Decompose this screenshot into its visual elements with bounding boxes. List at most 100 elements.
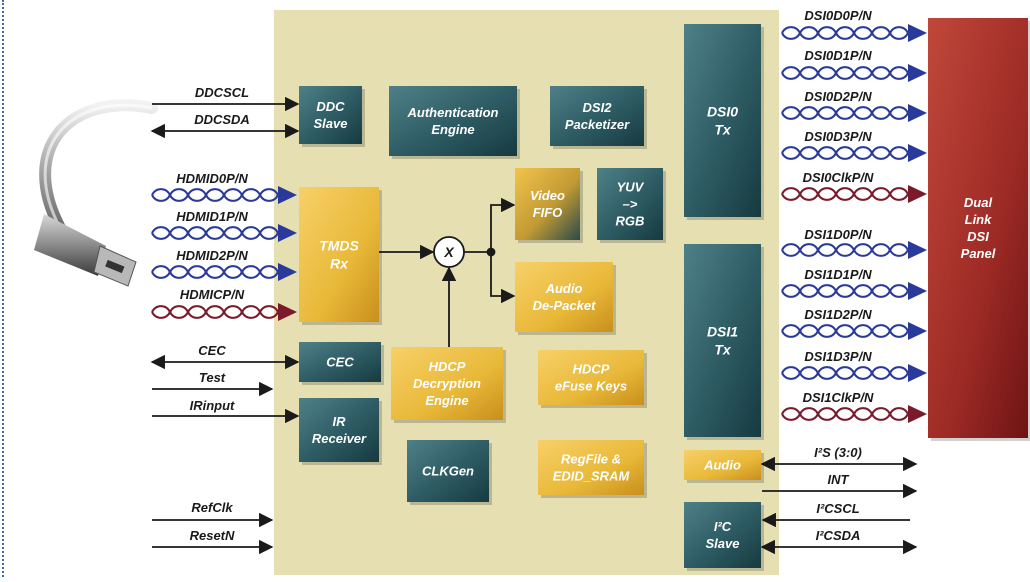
video-fifo-label: FIFO xyxy=(533,205,563,220)
panel-label: Dual xyxy=(964,195,993,210)
i2s-signal-label: I²S (3:0) xyxy=(814,445,862,460)
dsi1-clk-signal-label: DSI1ClkP/N xyxy=(803,390,874,405)
ir-receiver-label: Receiver xyxy=(312,431,367,446)
dsi1-d3-lane xyxy=(781,364,927,382)
left-dotted-border xyxy=(2,0,4,577)
dsi1-clk-lane xyxy=(781,405,927,423)
panel-label: Panel xyxy=(961,246,996,261)
hdmi-clk-signal-label: HDMICP/N xyxy=(180,287,245,302)
hdmi-clk-lane xyxy=(151,303,297,321)
clkgen-block: CLKGen xyxy=(407,440,492,505)
auth-engine-label: Authentication xyxy=(407,105,499,120)
hdmi-d2-signal-label: HDMID2P/N xyxy=(176,248,248,263)
mixer-node: X xyxy=(433,236,465,268)
dsi2-packetizer-label: DSI2 xyxy=(583,100,613,115)
dsi0-d1-signal-label: DSI0D1P/N xyxy=(804,48,872,63)
dsi0-clk-lane xyxy=(781,185,927,203)
dsi0-clk-signal-label: DSI0ClkP/N xyxy=(803,170,874,185)
i2c-slave-label: I²C xyxy=(714,519,732,534)
int-signal-label: INT xyxy=(828,472,850,487)
yuv-rgb-block: YUV –> RGB xyxy=(597,168,666,243)
panel-label: Link xyxy=(965,212,992,227)
hdmi-d1-signal-label: HDMID1P/N xyxy=(176,209,248,224)
resetn-signal-label: ResetN xyxy=(190,528,235,543)
yuv-rgb-label: YUV xyxy=(617,180,645,195)
dsi1-tx-label: Tx xyxy=(714,342,732,358)
dsi0-d0-lane xyxy=(781,24,927,42)
test-signal-label: Test xyxy=(199,370,226,385)
dsi1-d0-signal-label: DSI1D0P/N xyxy=(804,227,872,242)
irinput-signal-label: IRinput xyxy=(190,398,235,413)
panel-label: DSI xyxy=(967,229,989,244)
tmds-rx-label: Rx xyxy=(330,256,349,272)
hdmi-d0-lane xyxy=(151,186,297,204)
dsi1-d1-lane xyxy=(781,282,927,300)
dsi2-packetizer-label: Packetizer xyxy=(565,117,630,132)
regfile-label: EDID_SRAM xyxy=(553,469,631,484)
dsi0-d1-lane xyxy=(781,64,927,82)
cec-signal-label: CEC xyxy=(198,343,226,358)
i2csda-signal-label: I²CSDA xyxy=(816,528,861,543)
ir-receiver-block: IR Receiver xyxy=(299,398,382,465)
ir-receiver-label: IR xyxy=(333,414,347,429)
audio-label: Audio xyxy=(703,458,741,473)
ddc-slave-label: Slave xyxy=(314,116,348,131)
dsi0-d3-signal-label: DSI0D3P/N xyxy=(804,129,872,144)
dsi0-tx-label: DSI0 xyxy=(707,104,738,120)
hdcp-efuse-label: eFuse Keys xyxy=(555,379,627,394)
hdmi-d1-lane xyxy=(151,224,297,242)
refclk-signal-label: RefClk xyxy=(191,500,233,515)
hdmi-d2-lane xyxy=(151,263,297,281)
dsi0-d3-lane xyxy=(781,144,927,162)
yuv-rgb-label: RGB xyxy=(616,214,645,229)
dsi1-d2-lane xyxy=(781,322,927,340)
dsi1-d3-signal-label: DSI1D3P/N xyxy=(804,349,872,364)
split-up-wire xyxy=(490,197,516,252)
clkgen-label: CLKGen xyxy=(422,464,474,479)
junction-dot xyxy=(486,247,496,257)
mixer-label: X xyxy=(443,244,455,260)
hdcp-engine-label: Engine xyxy=(425,393,468,408)
i2c-slave-block: I²C Slave xyxy=(684,502,764,571)
dsi0-d2-lane xyxy=(781,104,927,122)
hdmi-d0-signal-label: HDMID0P/N xyxy=(176,171,248,186)
regfile-block: RegFile & EDID_SRAM xyxy=(538,440,647,498)
cec-label: CEC xyxy=(326,355,354,370)
split-down-wire xyxy=(490,252,516,304)
hdmi-cable-icon xyxy=(34,99,158,287)
hdcp-efuse-label: HDCP xyxy=(573,362,610,377)
cec-block: CEC xyxy=(299,342,384,385)
dsi0-d0-signal-label: DSI0D0P/N xyxy=(804,8,872,23)
auth-engine-label: Engine xyxy=(431,122,474,137)
dsi1-d0-lane xyxy=(781,241,927,259)
audio-depacket-label: Audio xyxy=(545,281,583,296)
ddcscl-signal-label: DDCSCL xyxy=(195,85,249,100)
yuv-rgb-label: –> xyxy=(623,197,638,212)
regfile-label: RegFile & xyxy=(561,452,621,467)
tmds-rx-label: TMDS xyxy=(319,238,359,254)
dsi0-tx-label: Tx xyxy=(714,122,732,138)
dsi1-d2-signal-label: DSI1D2P/N xyxy=(804,307,872,322)
dsi1-d1-signal-label: DSI1D1P/N xyxy=(804,267,872,282)
ddcsda-signal-label: DDCSDA xyxy=(194,112,250,127)
i2c-slave-label: Slave xyxy=(706,536,740,551)
i2cscl-signal-label: I²CSCL xyxy=(816,501,859,516)
hdcp-engine-label: HDCP xyxy=(429,359,466,374)
audio-depacket-label: De-Packet xyxy=(533,298,597,313)
tmds-rx-block: TMDS Rx xyxy=(299,187,382,325)
dsi1-tx-label: DSI1 xyxy=(707,324,738,340)
video-fifo-label: Video xyxy=(530,188,565,203)
hdcp-engine-label: Decryption xyxy=(413,376,481,391)
dsi0-d2-signal-label: DSI0D2P/N xyxy=(804,89,872,104)
